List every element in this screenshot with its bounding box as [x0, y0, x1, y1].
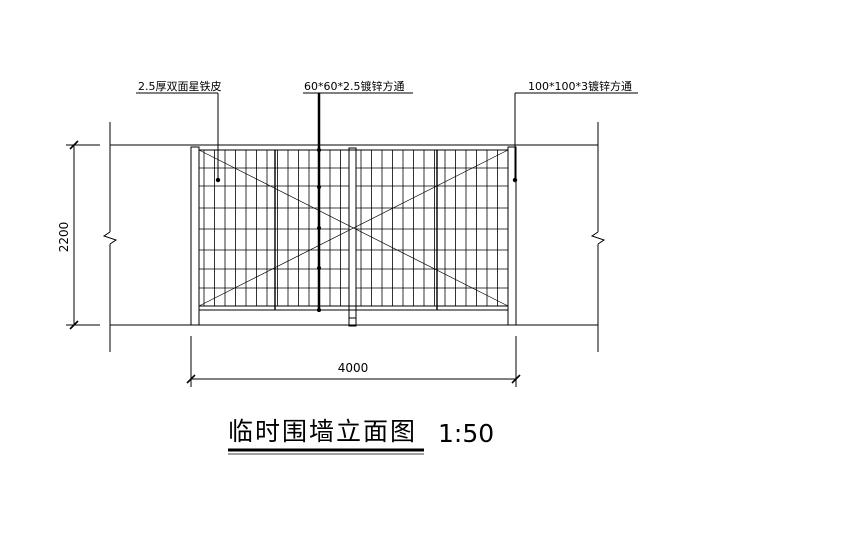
- drawing-title: 临时围墙立面图: [228, 417, 417, 446]
- drawing-scale: 1:50: [438, 419, 494, 448]
- height-dimension-text: 2200: [57, 222, 71, 253]
- width-dimension: [186, 336, 521, 387]
- gate-frame: [199, 149, 508, 311]
- gate-posts: [190, 146, 517, 327]
- width-dimension-text: 4000: [338, 361, 369, 375]
- gate-horizontal-rails: [199, 167, 508, 289]
- callout-60-square-pipe: 60*60*2.5镀锌方通: [304, 79, 405, 93]
- height-dimension: [66, 140, 100, 330]
- center-pipe: [317, 148, 321, 312]
- callout-sheet-steel: 2.5厚双面星铁皮: [138, 80, 222, 93]
- callout-leaders: [136, 92, 638, 183]
- gate-vertical-bars: [203, 150, 498, 310]
- cross-bracing: [198, 149, 509, 307]
- title-underline: [228, 448, 424, 455]
- callout-100-square-pipe: 100*100*3镀锌方通: [528, 79, 632, 93]
